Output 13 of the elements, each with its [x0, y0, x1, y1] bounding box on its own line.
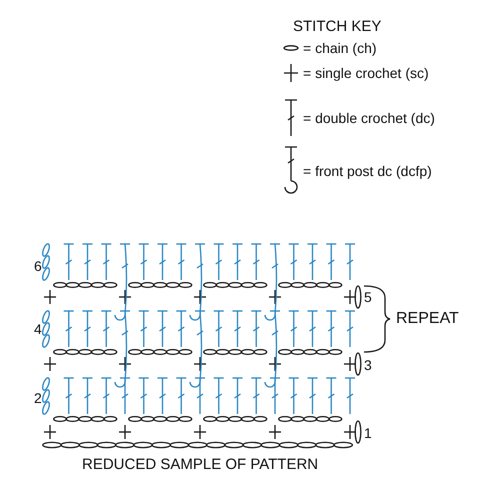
key-entry: = double crochet (dc)	[303, 110, 435, 126]
row-number: 6	[34, 258, 42, 274]
repeat-label: REPEAT	[396, 311, 459, 327]
key-entry: = single crochet (sc)	[303, 65, 429, 81]
chart-caption: REDUCED SAMPLE OF PATTERN	[82, 457, 318, 473]
row-number: 1	[364, 425, 372, 441]
row-number: 4	[34, 321, 42, 337]
key-heading: STITCH KEY	[293, 19, 382, 35]
key-entry: = front post dc (dcfp)	[303, 163, 432, 179]
row-number: 5	[364, 289, 372, 305]
row-number: 3	[364, 357, 372, 373]
row-number: 2	[34, 390, 42, 406]
key-entry: = chain (ch)	[303, 40, 377, 56]
